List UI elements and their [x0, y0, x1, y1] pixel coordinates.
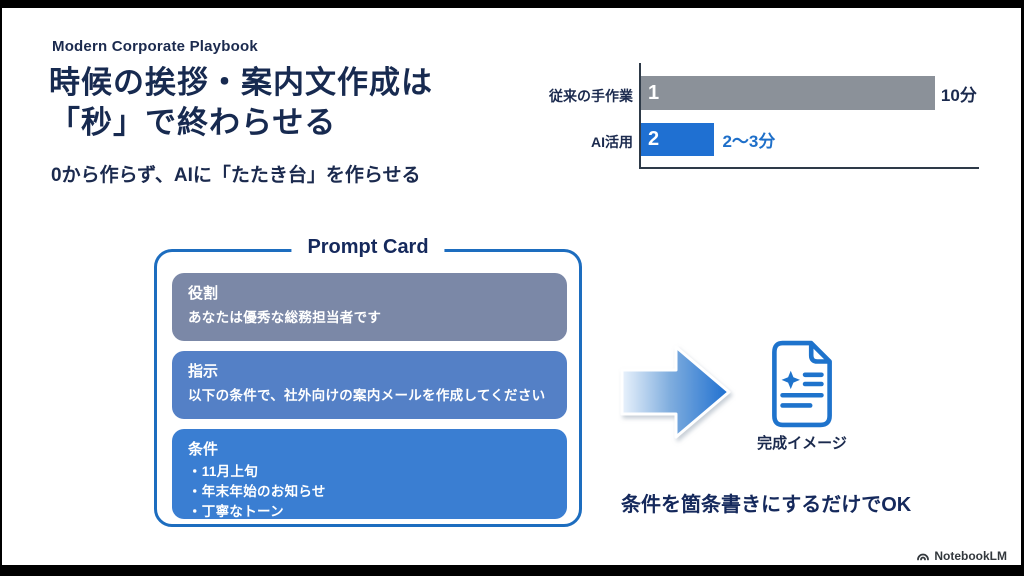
playbook-eyebrow: Modern Corporate Playbook — [52, 38, 258, 55]
chart-bar-value: 2〜3分 — [722, 132, 776, 151]
chart-bar-row-ai: 2 2〜3分 — [641, 123, 979, 156]
chart-category-label: AI活用 — [591, 134, 633, 150]
chart-category-label: 従来の手作業 — [549, 88, 633, 104]
chart-bar-value: 10分 — [940, 85, 977, 105]
chart-bar-manual: 1 — [641, 76, 935, 110]
right-arrow-icon — [618, 339, 736, 447]
prompt-section-heading: 指示 — [188, 363, 219, 380]
result-label: 完成イメージ — [757, 435, 847, 452]
prompt-section-role: 役割 あなたは優秀な総務担当者です — [172, 273, 567, 341]
prompt-section-body: あなたは優秀な総務担当者です — [188, 310, 382, 325]
notebooklm-icon — [917, 553, 930, 561]
chart-bar-row-manual: 1 10分 — [641, 76, 979, 110]
chart-bar-rank: 1 — [648, 81, 660, 104]
prompt-card: Prompt Card 役割 あなたは優秀な総務担当者です 指示 以下の条件で、… — [154, 236, 582, 527]
condition-item: ・丁寧なトーン — [188, 504, 284, 519]
prompt-section-instruction: 指示 以下の条件で、社外向けの案内メールを作成してください — [172, 351, 567, 419]
prompt-section-body: 以下の条件で、社外向けの案内メールを作成してください — [188, 388, 546, 403]
page-title-line2: 「秒」で終わらせる — [49, 105, 337, 140]
brand-name: NotebookLM — [934, 549, 1007, 563]
footer-note: 条件を箇条書きにするだけでOK — [621, 494, 912, 516]
chart-bar-rank: 2 — [648, 128, 660, 150]
prompt-section-heading: 役割 — [188, 285, 219, 302]
prompt-card-title: Prompt Card — [291, 236, 445, 259]
prompt-section-heading: 条件 — [188, 441, 219, 458]
condition-item: ・年末年始のお知らせ — [188, 484, 326, 499]
brand-logo: NotebookLM — [916, 549, 1007, 563]
chart-y-axis-line — [639, 63, 641, 169]
prompt-section-conditions: 条件 ・11月上旬 ・年末年始のお知らせ ・丁寧なトーン — [172, 429, 567, 519]
page-subtitle: 0から作らず、AIに「たたき台」を作らせる — [51, 165, 421, 186]
page-title-line1: 時候の挨拶・案内文作成は — [49, 65, 433, 100]
result-document-icon — [762, 339, 842, 431]
slide-canvas: Modern Corporate Playbook 時候の挨拶・案内文作成は 「… — [2, 8, 1021, 565]
page-title: 時候の挨拶・案内文作成は 「秒」で終わらせる — [49, 63, 433, 143]
condition-item: ・11月上旬 — [188, 464, 259, 479]
chart-bar-ai: 2 — [641, 123, 715, 156]
time-comparison-chart: 従来の手作業 AI活用 1 10分 2 2〜3分 — [547, 53, 1017, 169]
chart-x-axis-line — [639, 167, 979, 169]
